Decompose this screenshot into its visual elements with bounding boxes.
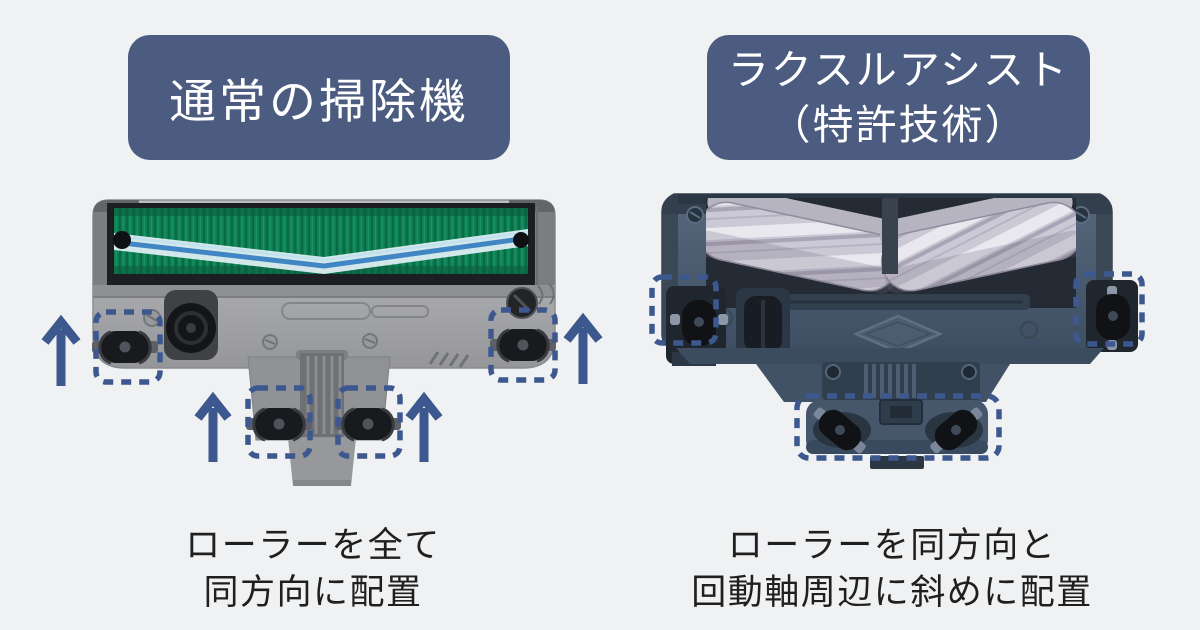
right-caption: ローラーを同方向と 回動軸周辺に斜めに配置 bbox=[672, 522, 1112, 617]
tilted-roller bbox=[813, 407, 866, 454]
roller bbox=[92, 330, 158, 365]
right-badge-label-line2: （特許技術） bbox=[769, 101, 1028, 148]
left-caption: ローラーを全て 同方向に配置 bbox=[113, 522, 513, 617]
caster-wheel bbox=[736, 288, 790, 360]
left-panel-badge: 通常の掃除機 bbox=[128, 35, 510, 160]
up-arrow-icon bbox=[194, 391, 232, 462]
roller-highlight-box bbox=[245, 385, 313, 459]
assist-brush-right bbox=[880, 198, 1076, 294]
left-caption-line2: 同方向に配置 bbox=[203, 573, 423, 613]
screw bbox=[686, 206, 704, 224]
brush-roller-green bbox=[113, 208, 529, 274]
normal-vacuum-head-image bbox=[41, 199, 603, 486]
neck-pivot bbox=[676, 348, 1104, 402]
assist-brush-left bbox=[706, 198, 900, 294]
screw bbox=[362, 333, 378, 349]
roller-highlight-box bbox=[488, 307, 558, 383]
corner-roller-right bbox=[1086, 280, 1138, 352]
roller-highlight-box bbox=[794, 393, 1002, 461]
up-arrow-icon bbox=[563, 312, 603, 384]
right-badge-label-line1: ラクスルアシスト bbox=[727, 47, 1070, 94]
right-caption-line2: 回動軸周辺に斜めに配置 bbox=[691, 573, 1093, 613]
roller bbox=[246, 407, 312, 442]
roller-highlight-box bbox=[1073, 271, 1145, 347]
vent-slits bbox=[428, 351, 470, 368]
left-badge-label: 通常の掃除機 bbox=[169, 75, 469, 128]
roller-highlight-box bbox=[93, 309, 163, 385]
assist-vacuum-head-image bbox=[649, 193, 1145, 469]
roller-highlight-box bbox=[649, 274, 719, 346]
up-arrow-icon bbox=[41, 314, 81, 386]
up-arrow-icon bbox=[405, 391, 443, 462]
right-panel-badge: ラクスルアシスト （特許技術） bbox=[707, 35, 1090, 160]
brush-divider bbox=[882, 198, 898, 274]
tilted-roller bbox=[930, 407, 983, 454]
roller bbox=[335, 407, 401, 442]
caster-wheel bbox=[164, 290, 218, 360]
screw bbox=[262, 334, 278, 350]
left-caption-line1: ローラーを全て bbox=[185, 526, 441, 565]
right-caption-line1: ローラーを同方向と bbox=[727, 526, 1057, 565]
roller-highlight-box bbox=[335, 385, 403, 459]
